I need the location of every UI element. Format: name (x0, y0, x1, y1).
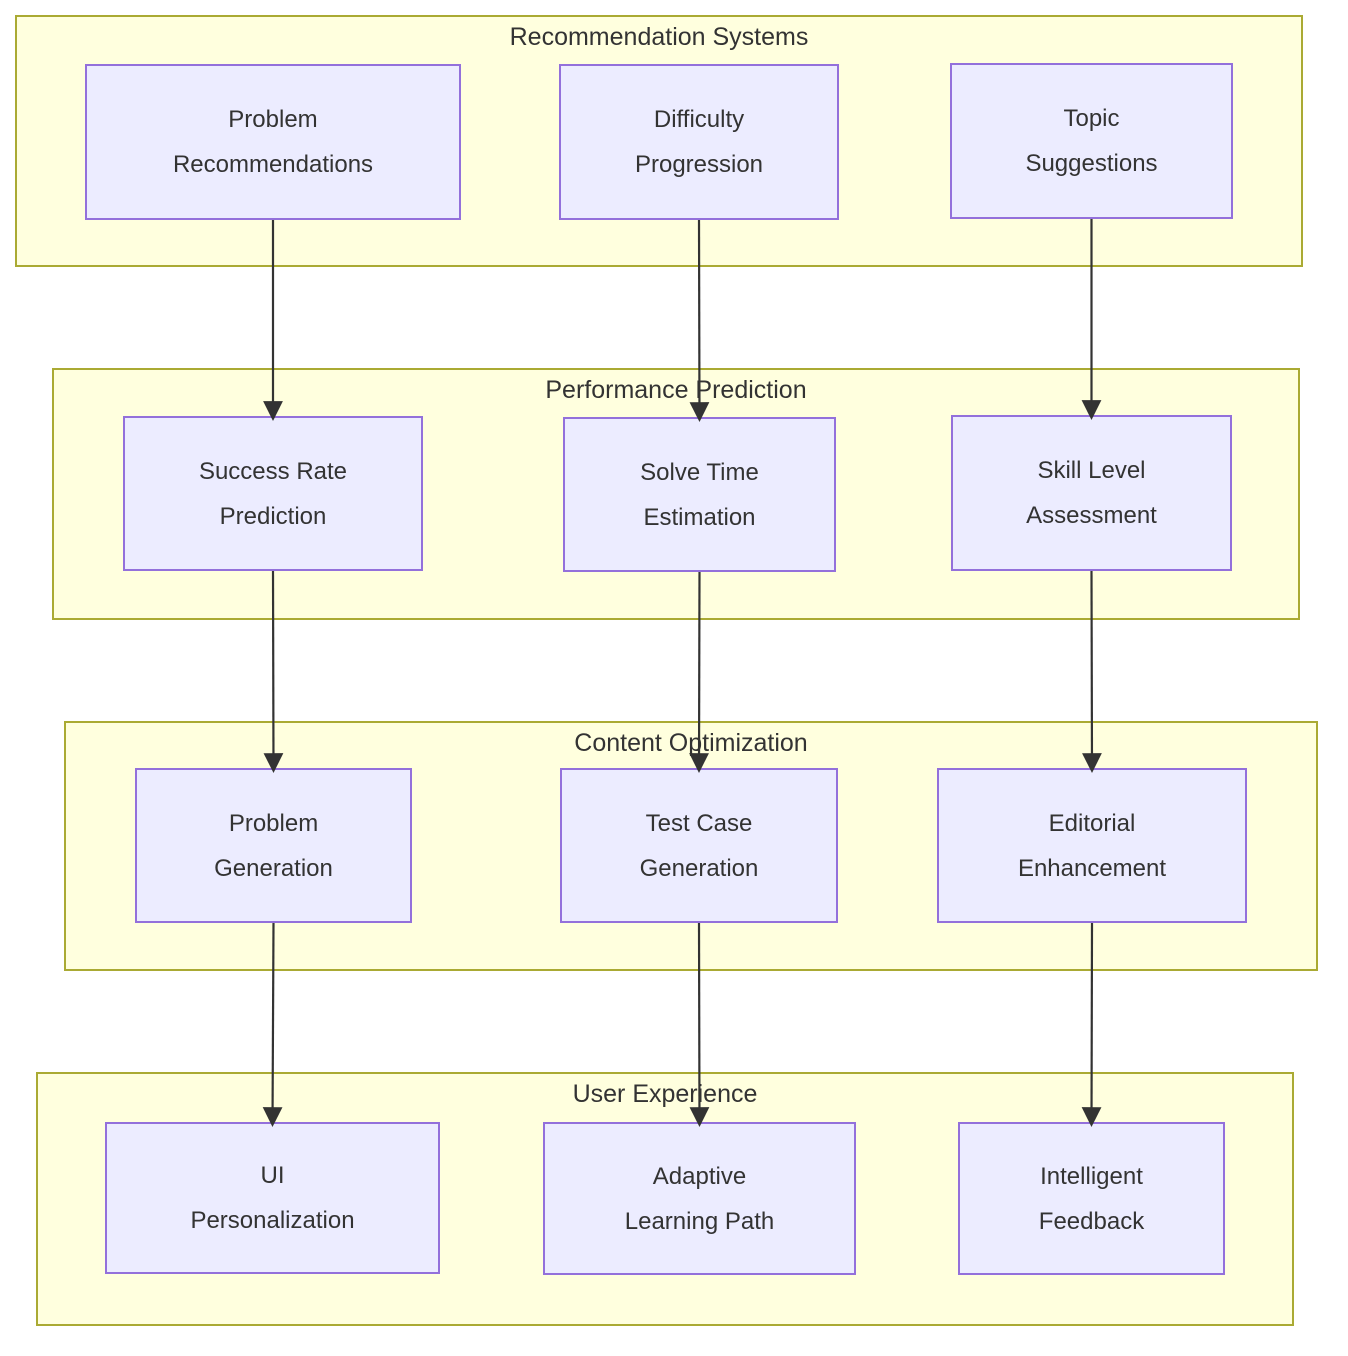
node-label: Solve Time Estimation (640, 458, 759, 531)
node-label: Problem Recommendations (172, 106, 374, 178)
node-label: UI Personalization (190, 1162, 355, 1234)
node-problem-recommendations: Problem Recommendations (85, 64, 461, 220)
node-solve-time-estimation: Solve Time Estimation (563, 417, 836, 572)
node-label: Test Case Generation (639, 809, 759, 882)
node-problem-generation: Problem Generation (135, 768, 412, 923)
node-label: Topic Suggestions (1025, 105, 1158, 177)
node-test-case-generation: Test Case Generation (560, 768, 838, 923)
group-title-recommendation-systems: Recommendation Systems (509, 23, 809, 51)
node-label: Adaptive Learning Path (624, 1162, 775, 1235)
group-title-content-optimization: Content Optimization (574, 729, 808, 757)
node-label: Difficulty Progression (634, 106, 764, 178)
node-label: Success Rate Prediction (198, 457, 348, 530)
node-editorial-enhancement: Editorial Enhancement (937, 768, 1247, 923)
node-topic-suggestions: Topic Suggestions (950, 63, 1233, 219)
node-adaptive-learning-path: Adaptive Learning Path (543, 1122, 856, 1275)
node-difficulty-progression: Difficulty Progression (559, 64, 839, 220)
node-label: Editorial Enhancement (1017, 809, 1167, 882)
node-intelligent-feedback: Intelligent Feedback (958, 1122, 1225, 1275)
group-title-user-experience: User Experience (572, 1080, 758, 1108)
group-title-performance-prediction: Performance Prediction (545, 376, 807, 404)
node-ui-personalization: UI Personalization (105, 1122, 440, 1274)
node-label: Intelligent Feedback (1038, 1162, 1145, 1235)
node-label: Skill Level Assessment (1026, 457, 1157, 529)
node-label: Problem Generation (214, 809, 333, 882)
node-skill-level-assessment: Skill Level Assessment (951, 415, 1232, 571)
node-success-rate-prediction: Success Rate Prediction (123, 416, 423, 571)
